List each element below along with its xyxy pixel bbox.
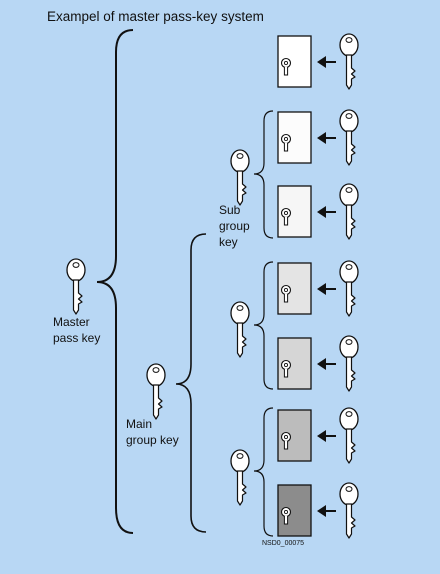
sub-group-brace-3	[253, 407, 274, 537]
main-group-brace	[175, 233, 207, 533]
sub-group-brace-2	[253, 261, 274, 390]
sub-group-key-label: Sub group key	[219, 203, 253, 249]
arrow-left-icon	[317, 283, 326, 295]
door-unit	[277, 260, 359, 317]
arrow-left-icon	[317, 358, 326, 370]
door	[277, 35, 312, 88]
arrow-left-icon	[317, 505, 326, 517]
door-unit	[277, 335, 359, 392]
door-unit	[277, 482, 359, 539]
doors-group	[277, 33, 359, 539]
sub-group-brace-1	[253, 110, 274, 239]
door-unit	[277, 183, 359, 240]
door	[277, 337, 312, 390]
door	[277, 409, 312, 462]
door-unit	[277, 109, 359, 166]
door-unit	[277, 407, 359, 464]
arrow-left-icon	[317, 206, 326, 218]
figure-id: NSD0_00075	[262, 540, 304, 547]
door	[277, 484, 312, 537]
diagram-title: Exampel of master pass-key system	[47, 9, 264, 24]
arrow-left-icon	[317, 56, 326, 68]
arrow-left-icon	[317, 132, 326, 144]
master-key-label: Master pass key	[53, 315, 100, 345]
door-unit	[277, 33, 359, 90]
main-group-key-label: Main group key	[126, 417, 179, 447]
arrow-left-icon	[317, 430, 326, 442]
master-brace	[96, 29, 134, 534]
